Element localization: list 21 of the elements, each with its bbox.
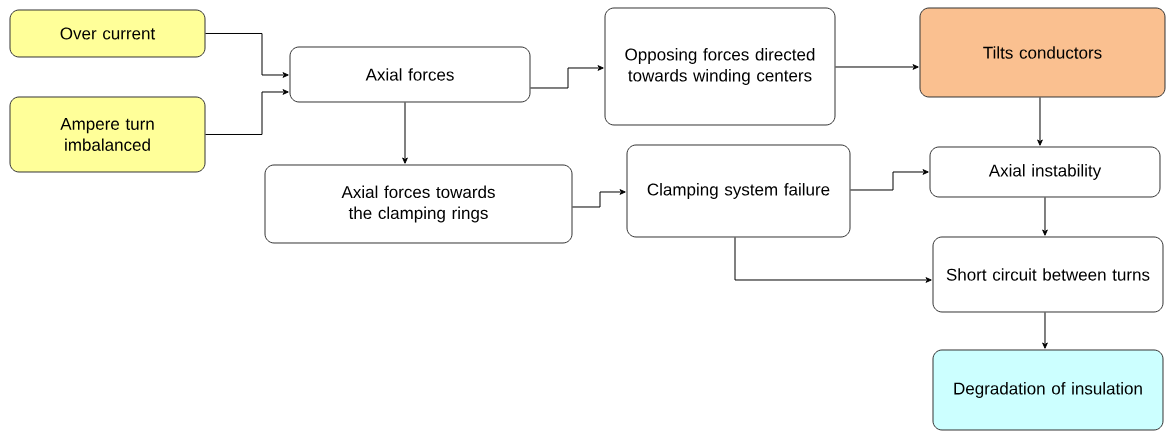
arrow: [402, 102, 408, 164]
process-box: Clamping system failure: [626, 144, 851, 238]
arrow: [205, 89, 289, 135]
process-box: Axial forces towards the clamping rings: [264, 164, 573, 244]
process-box: Tilts conductors: [919, 7, 1166, 98]
arrow: [734, 237, 932, 283]
arrow: [850, 169, 929, 191]
process-box: Short circuit between turns: [932, 236, 1164, 313]
process-box: Axial instability: [929, 146, 1161, 198]
process-box: Opposing forces directed towards winding centers: [604, 7, 836, 126]
arrow: [835, 64, 919, 70]
arrow: [1042, 312, 1048, 349]
arrow: [530, 65, 604, 89]
arrow: [572, 189, 626, 208]
process-box: Over current: [9, 9, 206, 58]
arrow: [1037, 97, 1043, 146]
arrow: [1042, 197, 1048, 236]
process-box: Degradation of insulation: [932, 349, 1164, 431]
process-box: Axial forces: [289, 46, 531, 103]
process-box: Ampere turn imbalanced: [9, 96, 206, 173]
arrow: [205, 33, 289, 78]
